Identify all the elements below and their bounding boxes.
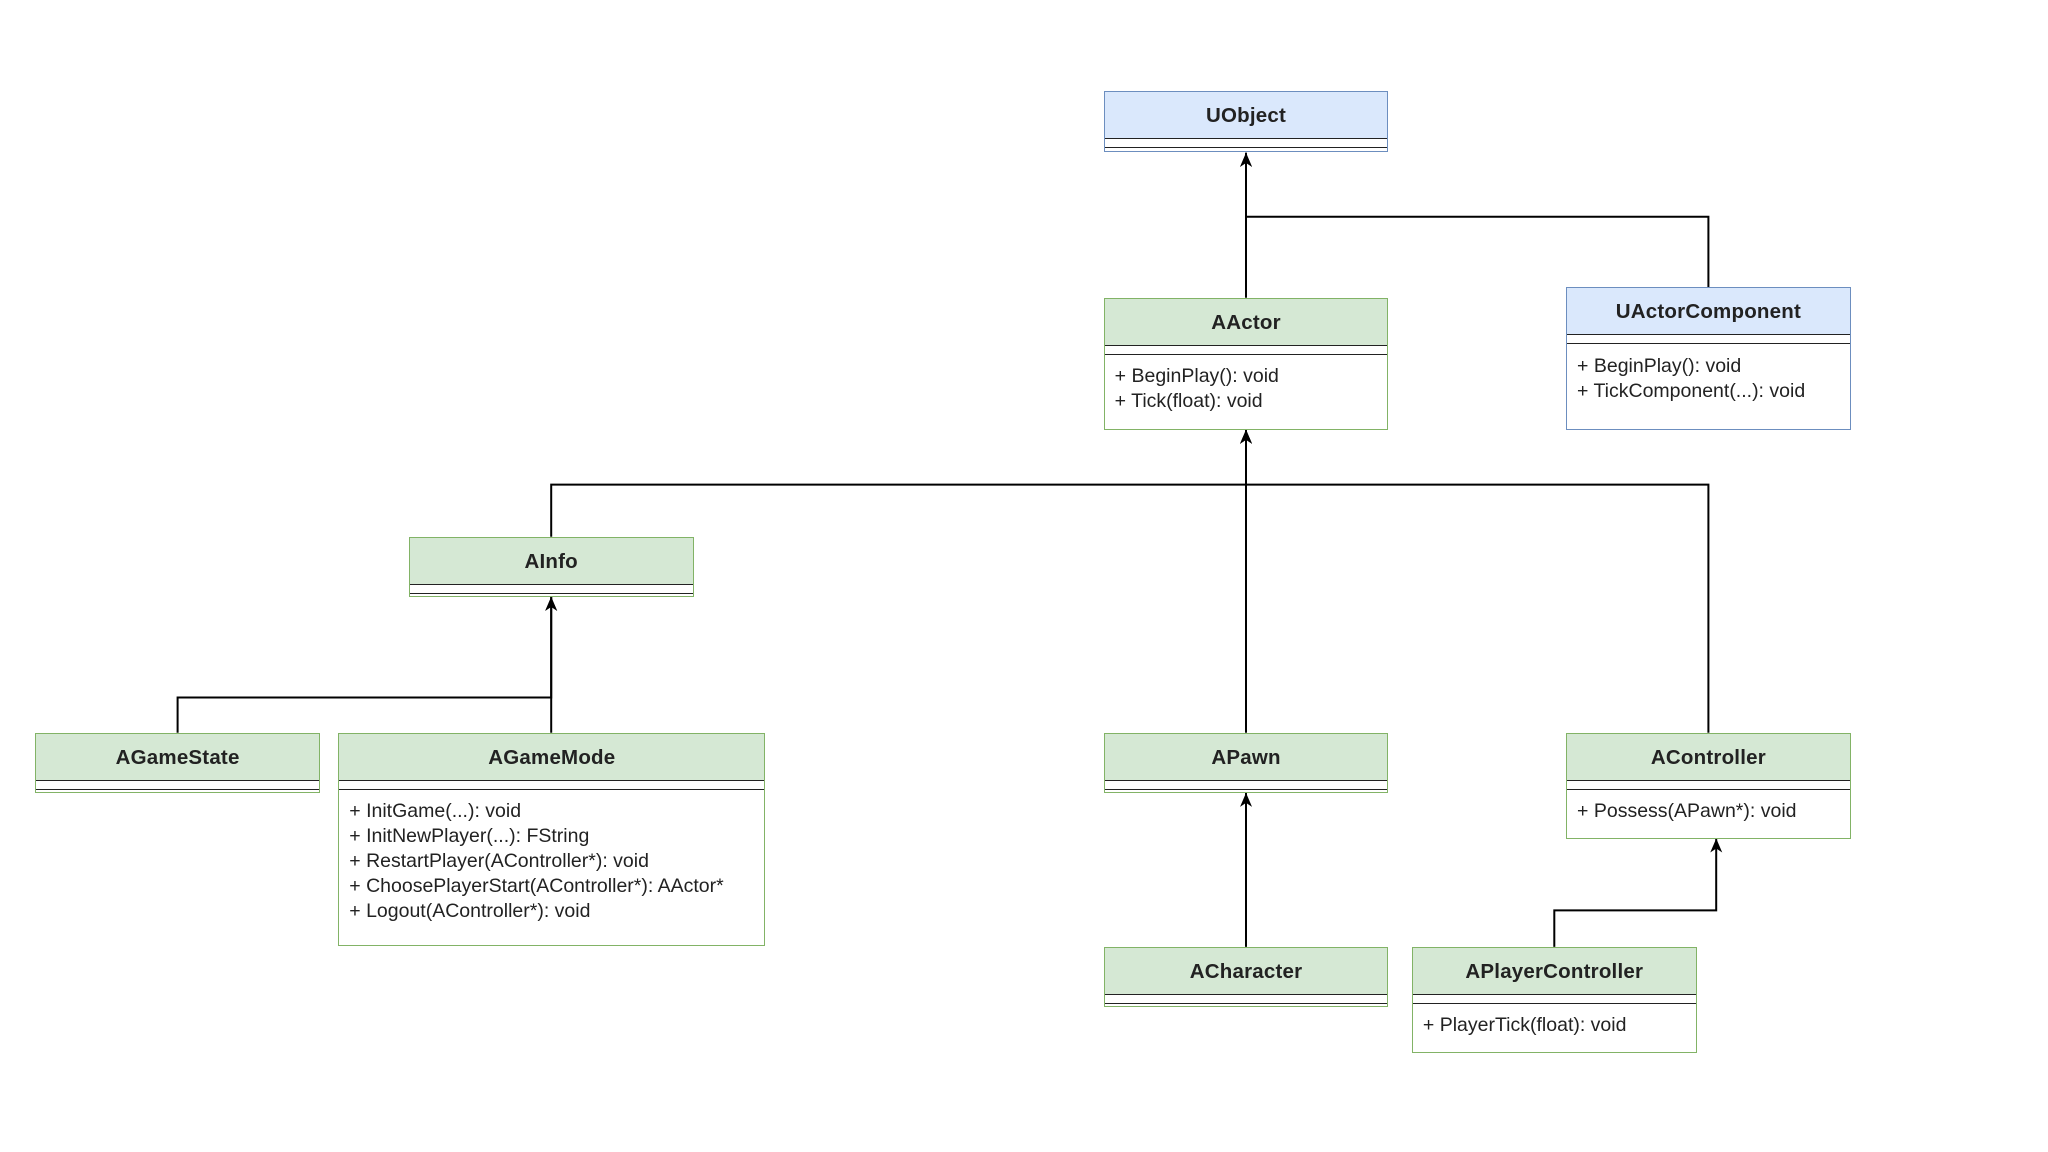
class-aactor[interactable]: AActor + BeginPlay(): void+ Tick(float): …	[1103, 297, 1389, 430]
compartment-divider	[1567, 788, 1850, 790]
inheritance-agamemode-to-ainfo	[545, 596, 558, 733]
class-name: ACharacter	[1104, 947, 1388, 995]
edge-line	[176, 596, 553, 733]
inheritance-aplayercontroller-to-acontroller	[1553, 838, 1723, 947]
compartment-divider	[1104, 788, 1388, 790]
class-acontroller[interactable]: AController + Possess(APawn*): void	[1566, 732, 1851, 839]
compartment-divider	[1104, 353, 1388, 355]
edge-line	[1245, 429, 1710, 733]
method-item: + TickComponent(...): void	[1577, 379, 1806, 402]
edge-line	[550, 429, 1247, 537]
method-item: + RestartPlayer(AController*): void	[349, 850, 649, 873]
edge-line	[1553, 838, 1718, 947]
arrowhead-icon	[1240, 792, 1253, 807]
class-agamemode[interactable]: AGameMode + InitGame(...): void+ InitNewP…	[338, 732, 766, 946]
method-list: + Possess(APawn*): void	[1577, 799, 1846, 824]
compartment-divider	[1567, 343, 1850, 345]
inheritance-agamestate-to-ainfo	[176, 596, 558, 733]
inheritance-uactorcomponent-to-uobject	[1240, 152, 1710, 288]
class-name: AGameState	[36, 733, 319, 781]
class-aplayercontroller[interactable]: APlayerController + PlayerTick(float): vo…	[1411, 946, 1697, 1053]
edge-line	[1245, 152, 1710, 288]
method-item: + PlayerTick(float): void	[1422, 1014, 1627, 1037]
arrowhead-icon	[1240, 429, 1253, 444]
class-name: AActor	[1104, 298, 1388, 346]
class-acharacter[interactable]: ACharacter	[1103, 946, 1389, 1008]
method-list: + BeginPlay(): void+ Tick(float): void	[1115, 364, 1384, 414]
compartment-divider	[409, 592, 693, 594]
method-list: + InitGame(...): void+ InitNewPlayer(...…	[349, 799, 760, 924]
method-item: + Tick(float): void	[1114, 390, 1263, 413]
class-name: AController	[1567, 733, 1850, 781]
method-item: + BeginPlay(): void	[1114, 365, 1279, 388]
class-agamestate[interactable]: AGameState	[35, 732, 320, 793]
arrowhead-icon	[1240, 152, 1253, 167]
method-list: + PlayerTick(float): void	[1423, 1013, 1692, 1038]
arrowhead-icon	[545, 596, 558, 611]
method-item: + InitGame(...): void	[349, 800, 522, 823]
class-uactorcomponent[interactable]: UActorComponent + BeginPlay(): void+ Tick…	[1566, 287, 1851, 430]
compartment-divider	[339, 788, 765, 790]
arrowhead-icon	[1710, 838, 1723, 853]
method-item: + BeginPlay(): void	[1577, 354, 1742, 377]
class-name: AInfo	[409, 537, 693, 585]
class-apawn[interactable]: APawn	[1103, 732, 1389, 793]
compartment-divider	[1412, 1002, 1696, 1004]
class-ainfo[interactable]: AInfo	[408, 536, 694, 597]
inheritance-acharacter-to-apawn	[1240, 792, 1253, 947]
method-item: + ChoosePlayerStart(AController*): AActo…	[349, 875, 724, 898]
method-item: + Logout(AController*): void	[349, 900, 591, 923]
compartment-divider	[1104, 1002, 1388, 1004]
class-name: UObject	[1104, 92, 1388, 140]
inheritance-acontroller-to-aactor	[1240, 429, 1710, 733]
method-item: + Possess(APawn*): void	[1577, 800, 1797, 823]
class-name: UActorComponent	[1567, 288, 1850, 336]
class-uobject[interactable]: UObject	[1103, 91, 1389, 152]
compartment-divider	[1104, 147, 1388, 149]
class-name: APawn	[1104, 733, 1388, 781]
method-list: + BeginPlay(): void+ TickComponent(...):…	[1577, 354, 1846, 404]
inheritance-ainfo-to-aactor	[550, 429, 1253, 537]
compartment-divider	[36, 788, 319, 790]
class-name: AGameMode	[339, 733, 765, 781]
method-item: + InitNewPlayer(...): FString	[349, 825, 590, 848]
class-name: APlayerController	[1412, 947, 1696, 995]
